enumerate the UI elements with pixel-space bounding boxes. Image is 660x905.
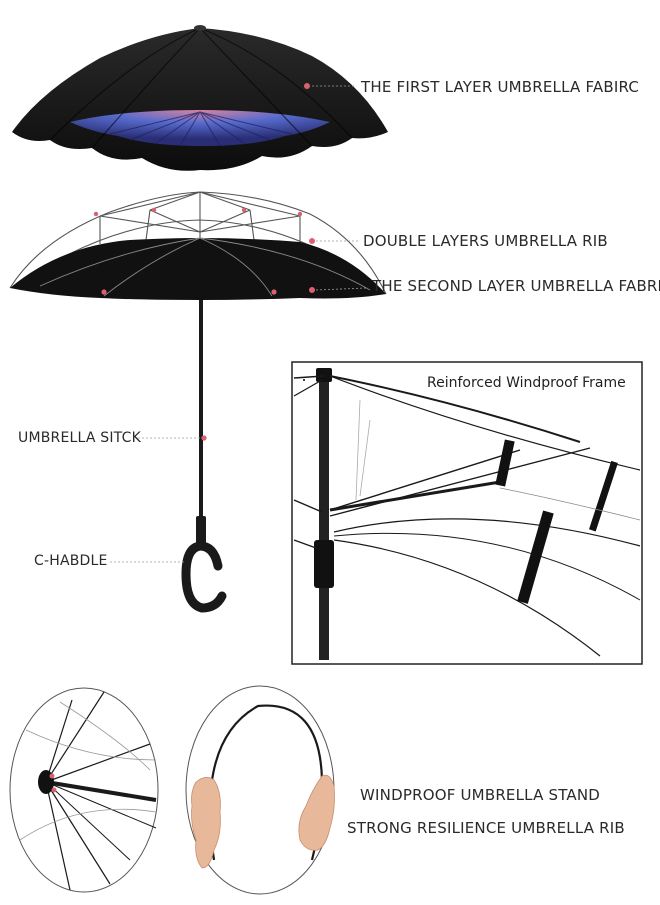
label-first-layer: THE FIRST LAYER UMBRELLA FABIRC — [361, 78, 640, 96]
label-stick: UMBRELLA SITCK — [18, 430, 141, 446]
label-handle: C-HABDLE — [34, 553, 108, 569]
flexible-rib-closeup — [185, 685, 335, 895]
hand-icon — [191, 777, 221, 869]
label-stand: WINDPROOF UMBRELLA STAND — [360, 786, 601, 804]
frame-detail-panel — [291, 361, 643, 665]
umbrella-stick — [199, 300, 207, 520]
label-second-layer: THE SECOND LAYER UMBRELLA FABRIC — [372, 277, 660, 295]
c-handle-icon — [181, 516, 227, 613]
umbrella-canopy-icon — [12, 25, 388, 171]
hand-icon — [298, 774, 335, 851]
label-double-rib: DOUBLE LAYERS UMBRELLA RIB — [363, 232, 608, 250]
second-layer-fabric — [10, 207, 386, 300]
umbrella-rib-icon — [9, 191, 387, 295]
rib-hub-closeup — [9, 687, 159, 893]
label-resilience: STRONG RESILIENCE UMBRELLA RIB — [347, 819, 625, 837]
label-frame: Reinforced Windproof Frame — [427, 375, 626, 391]
